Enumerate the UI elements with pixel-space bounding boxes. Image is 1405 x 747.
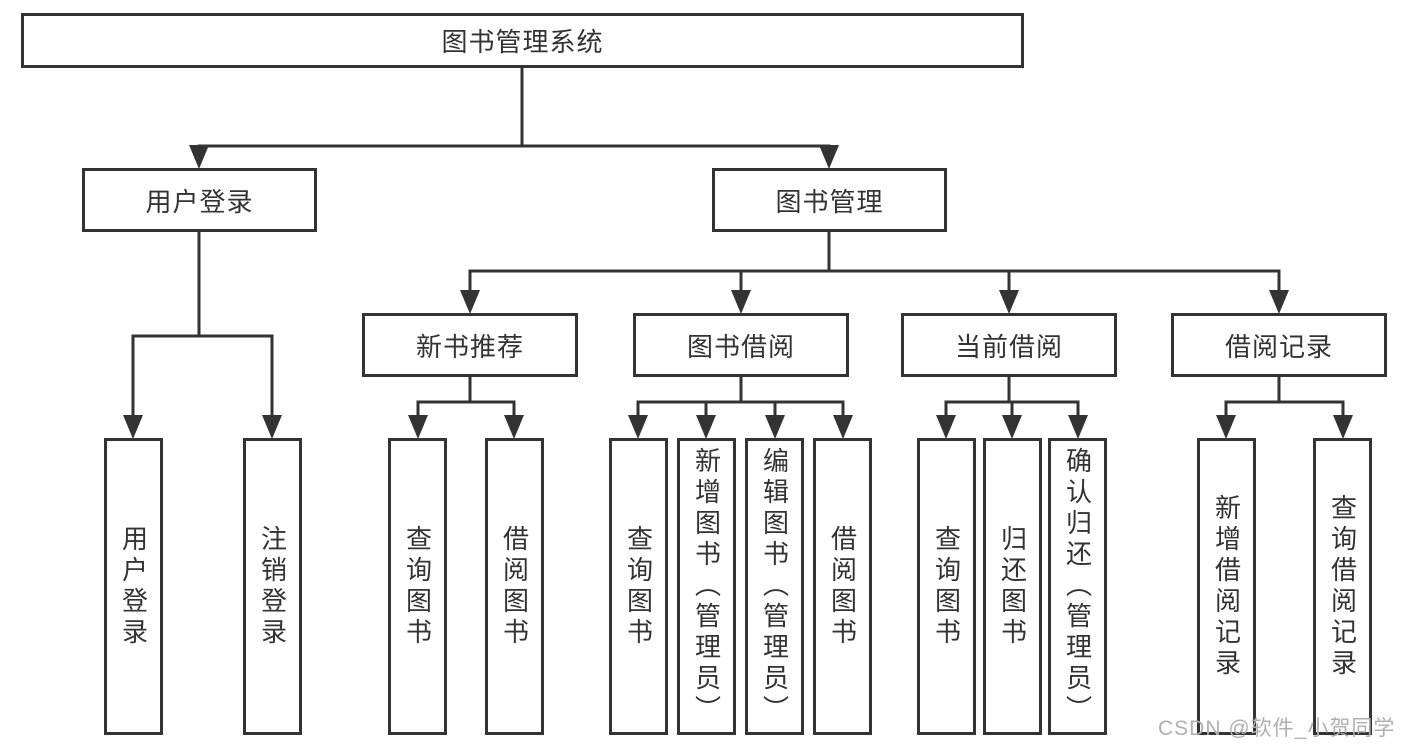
leaf-add-books-admin-label: 新增图书（管理员）	[691, 447, 722, 726]
node-book-management: 图书管理	[712, 168, 947, 232]
node-user-login-label: 用户登录	[145, 186, 254, 217]
leaf-query-books-current-label: 查询图书	[931, 524, 962, 649]
node-library-system-label: 图书管理系统	[441, 27, 604, 57]
leaf-borrow-books-recommend-label: 借阅图书	[499, 524, 530, 649]
node-book-management-label: 图书管理	[775, 186, 884, 217]
leaf-query-books-current: 查询图书	[917, 438, 976, 735]
leaf-query-books-borrowing: 查询图书	[609, 438, 668, 735]
leaf-confirm-return-admin: 确认归还（管理员）	[1048, 438, 1107, 735]
node-library-system: 图书管理系统	[21, 13, 1024, 68]
node-book-borrowing-label: 图书借阅	[686, 331, 795, 362]
node-new-book-recommend: 新书推荐	[362, 313, 578, 377]
node-new-book-recommend-label: 新书推荐	[415, 331, 524, 362]
leaf-logout-label: 注销登录	[257, 524, 288, 649]
node-current-borrowing-label: 当前借阅	[954, 331, 1063, 362]
node-current-borrowing: 当前借阅	[901, 313, 1117, 377]
leaf-edit-books-admin: 编辑图书（管理员）	[745, 438, 804, 735]
leaf-user-login-label: 用户登录	[118, 524, 149, 649]
leaf-query-books-borrowing-label: 查询图书	[623, 524, 654, 649]
leaf-borrow-books-recommend: 借阅图书	[485, 438, 544, 735]
leaf-confirm-return-admin-label: 确认归还（管理员）	[1062, 447, 1093, 726]
leaf-logout: 注销登录	[243, 438, 302, 735]
leaf-return-books-label: 归还图书	[997, 524, 1028, 649]
csdn-watermark: CSDN @软件_小贺同学	[1158, 717, 1396, 740]
node-borrow-records-label: 借阅记录	[1224, 331, 1333, 362]
leaf-add-borrow-record: 新增借阅记录	[1197, 438, 1256, 735]
node-user-login: 用户登录	[82, 168, 317, 232]
leaf-query-books-recommend: 查询图书	[388, 438, 447, 735]
leaf-query-borrow-record-label: 查询借阅记录	[1327, 493, 1358, 680]
leaf-query-books-recommend-label: 查询图书	[402, 524, 433, 649]
arrowheads	[123, 145, 1353, 439]
leaf-query-borrow-record: 查询借阅记录	[1313, 438, 1372, 735]
leaf-add-borrow-record-label: 新增借阅记录	[1211, 493, 1242, 680]
leaf-borrow-books-borrowing-label: 借阅图书	[827, 524, 858, 649]
leaf-user-login: 用户登录	[104, 438, 163, 735]
node-book-borrowing: 图书借阅	[633, 313, 849, 377]
leaf-return-books: 归还图书	[983, 438, 1042, 735]
leaf-borrow-books-borrowing: 借阅图书	[813, 438, 872, 735]
leaf-add-books-admin: 新增图书（管理员）	[677, 438, 736, 735]
node-borrow-records: 借阅记录	[1171, 313, 1387, 377]
leaf-edit-books-admin-label: 编辑图书（管理员）	[759, 447, 790, 726]
